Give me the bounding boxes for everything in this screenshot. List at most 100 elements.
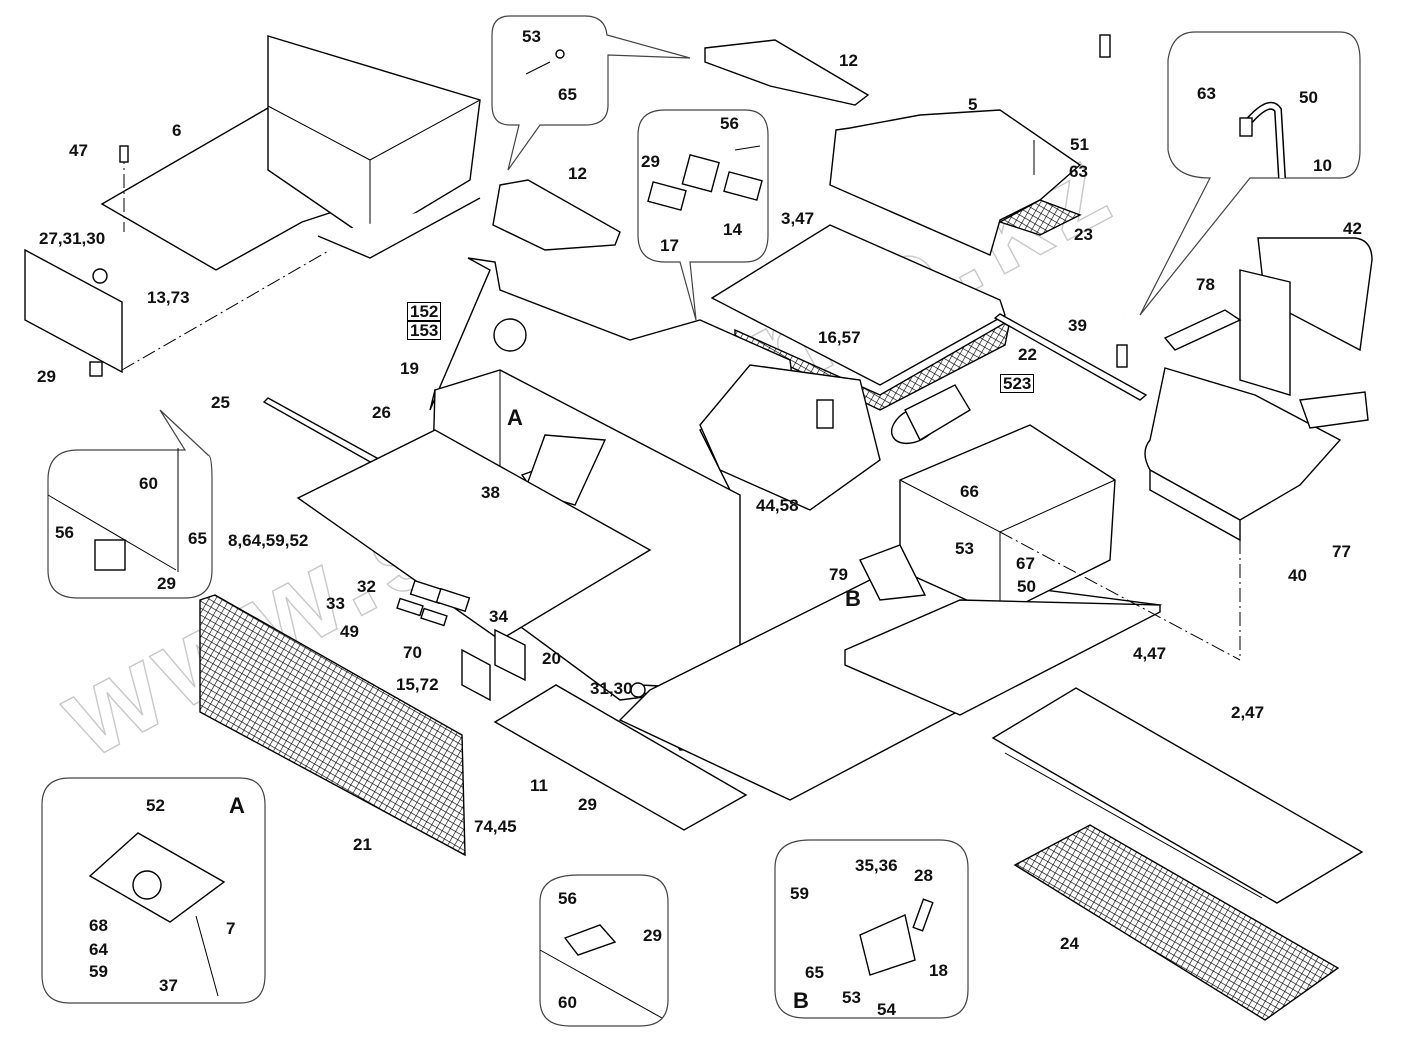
callout-21: 21 xyxy=(353,835,372,854)
callout-70: 70 xyxy=(403,643,422,662)
callout-44-58: 44,58 xyxy=(756,496,799,515)
callout-77: 77 xyxy=(1332,542,1351,561)
detail-bubble-handrail xyxy=(1139,31,1361,316)
callout-65: 65 xyxy=(558,85,577,104)
part-5-cover xyxy=(829,109,1082,256)
callout-53: 53 xyxy=(522,27,541,46)
callout-66: 66 xyxy=(960,482,979,501)
callout-16-57: 16,57 xyxy=(818,328,861,347)
callout-60: 60 xyxy=(558,993,577,1012)
callout-53: 53 xyxy=(842,988,861,1007)
callout-28: 28 xyxy=(914,866,933,885)
part-10-handrail xyxy=(1099,30,1148,368)
callout-20: 20 xyxy=(542,649,561,668)
callout-5: 5 xyxy=(968,95,978,114)
callout-31-30: 31,30 xyxy=(590,679,633,698)
callout-34: 34 xyxy=(489,607,508,626)
callout-29: 29 xyxy=(641,152,660,171)
callout-523: 523 xyxy=(1000,374,1035,393)
callout-18: 18 xyxy=(929,961,948,980)
callout-64: 64 xyxy=(89,940,108,959)
callout-153: 153 xyxy=(407,321,442,340)
callout-29: 29 xyxy=(643,926,662,945)
callout-33: 33 xyxy=(326,594,345,613)
part-24-mesh-mat xyxy=(1013,824,1340,1021)
callout-14: 14 xyxy=(723,220,742,239)
callout-23: 23 xyxy=(1074,225,1093,244)
callout-50: 50 xyxy=(1017,577,1036,596)
callout-50: 50 xyxy=(1299,88,1318,107)
part-4-box xyxy=(844,424,1241,716)
detail-bubble-left-hinge xyxy=(47,409,213,599)
callout-152: 152 xyxy=(407,302,442,321)
callout-42: 42 xyxy=(1343,219,1362,238)
callout-38: 38 xyxy=(481,483,500,502)
part-12-lid-top xyxy=(704,39,870,106)
callout-4-47: 4,47 xyxy=(1133,644,1167,663)
callout-29: 29 xyxy=(578,795,597,814)
detail-bubble-53-65 xyxy=(491,15,691,171)
callout-13-73: 13,73 xyxy=(147,288,190,307)
part-40-seat xyxy=(1144,237,1373,660)
callout-35-36: 35,36 xyxy=(855,856,898,875)
callout-8-64-59-52: 8,64,59,52 xyxy=(228,531,309,550)
callout-78: 78 xyxy=(1196,275,1215,294)
callout-39: 39 xyxy=(1068,316,1087,335)
callout-17: 17 xyxy=(660,236,679,255)
bolt-47 xyxy=(119,145,129,163)
callout-65: 65 xyxy=(805,963,824,982)
part-12-lid-lower xyxy=(492,179,621,251)
callout-7: 7 xyxy=(226,919,236,938)
part-39-strip xyxy=(993,313,1148,401)
part-21-mesh-panel xyxy=(199,594,466,857)
detail-B-title: B xyxy=(793,988,809,1013)
part-6-cover-box xyxy=(100,35,481,271)
callout-15-72: 15,72 xyxy=(396,675,439,694)
callout-25: 25 xyxy=(211,393,230,412)
callout-59: 59 xyxy=(790,884,809,903)
callout-52: 52 xyxy=(146,796,165,815)
part-2-floor-plate xyxy=(991,687,1364,904)
callout-26: 26 xyxy=(372,403,391,422)
callout-67: 67 xyxy=(1016,554,1035,573)
callout-79: 79 xyxy=(829,565,848,584)
callout-51: 51 xyxy=(1070,135,1089,154)
part-11-plate xyxy=(493,684,748,831)
callout-40: 40 xyxy=(1288,566,1307,585)
callout-24: 24 xyxy=(1060,934,1079,953)
part-13-door-panel xyxy=(24,248,331,377)
callout-22: 22 xyxy=(1018,345,1037,364)
callout-37: 37 xyxy=(159,976,178,995)
callout-56: 56 xyxy=(720,114,739,133)
callout-29: 29 xyxy=(37,367,56,386)
callout-74-45: 74,45 xyxy=(474,817,517,836)
callout-63: 63 xyxy=(1069,162,1088,181)
callout-19: 19 xyxy=(400,359,419,378)
callout-12: 12 xyxy=(568,164,587,183)
detail-bubble-bottom-hinge xyxy=(539,874,669,1027)
view-marker-B: B xyxy=(845,586,861,611)
hardware-group-32-34 xyxy=(396,579,526,702)
detail-bubble-A xyxy=(41,777,266,1004)
callout-60: 60 xyxy=(139,474,158,493)
callout-63: 63 xyxy=(1197,84,1216,103)
detail-bubble-hinge xyxy=(637,109,769,321)
callout-11: 11 xyxy=(530,776,548,795)
callout-56: 56 xyxy=(55,523,74,542)
callout-68: 68 xyxy=(89,916,108,935)
callout-2-47: 2,47 xyxy=(1231,703,1265,722)
detail-A-title: A xyxy=(229,793,245,818)
callout-54: 54 xyxy=(877,1000,896,1019)
callout-56: 56 xyxy=(558,889,577,908)
callout-49: 49 xyxy=(340,622,359,641)
callout-47: 47 xyxy=(69,141,88,160)
callout-32: 32 xyxy=(357,577,376,596)
callout-29: 29 xyxy=(157,574,176,593)
callout-59: 59 xyxy=(89,962,108,981)
callout-3-47: 3,47 xyxy=(781,209,815,228)
callout-65: 65 xyxy=(188,529,207,548)
detail-bubble-B xyxy=(774,839,969,1019)
callout-53: 53 xyxy=(955,539,974,558)
